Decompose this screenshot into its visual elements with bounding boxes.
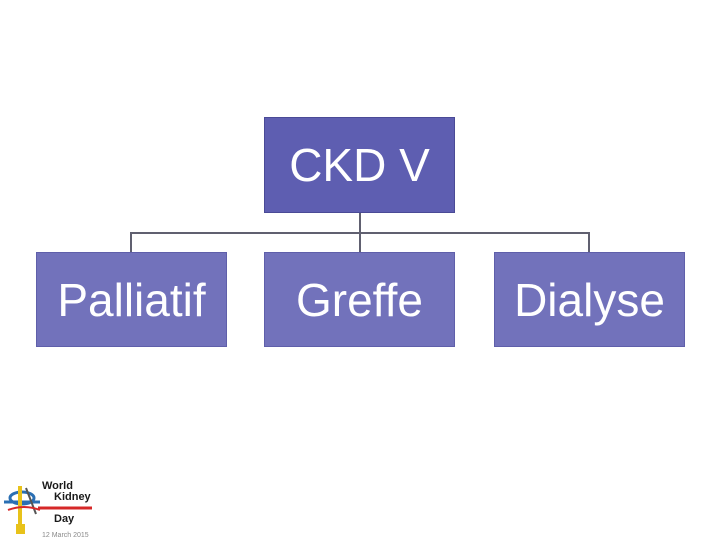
child-node-palliatif: Palliatif	[36, 252, 227, 347]
logo-text-kidney: Kidney	[54, 491, 91, 503]
child-node-greffe: Greffe	[264, 252, 455, 347]
child-node-label: Palliatif	[57, 273, 206, 326]
child-node-dialyse: Dialyse	[494, 252, 685, 347]
world-kidney-day-logo	[4, 486, 92, 534]
logo-dark-stroke	[25, 487, 37, 515]
child-node-label: Dialyse	[514, 273, 665, 326]
logo-text-world: World	[42, 480, 73, 492]
logo-date: 12 March 2015	[42, 532, 89, 539]
logo-red-curve	[7, 506, 41, 511]
logo-text-day: Day	[54, 513, 75, 525]
root-node-ckd-v: CKD V	[264, 117, 455, 213]
child-node-label: Greffe	[296, 273, 423, 326]
logo-yellow-base	[16, 524, 25, 534]
root-node-label: CKD V	[289, 139, 430, 191]
